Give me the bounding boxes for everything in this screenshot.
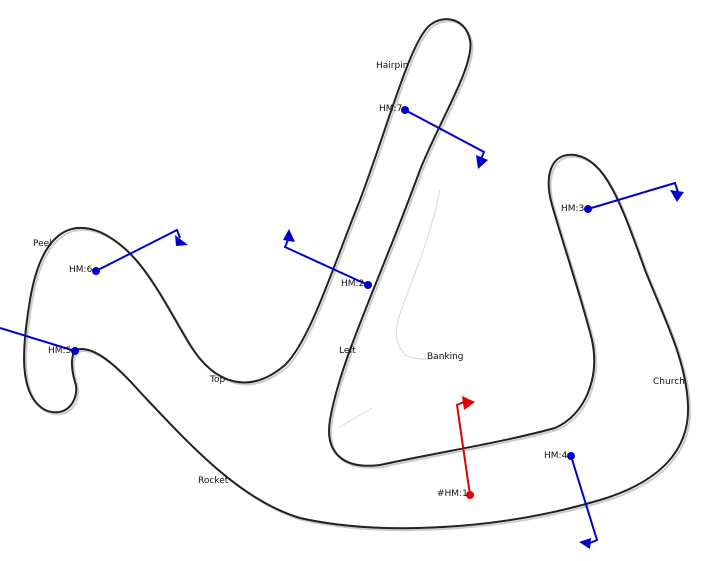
marker-hm5-label: HM:5 <box>48 346 71 356</box>
marker-hm4-arrow <box>570 455 599 544</box>
marker-hm1-arrow <box>455 401 471 496</box>
corner-labels: Hairpin Peel Top Left Banking Church Roc… <box>33 61 685 486</box>
marker-hm2-arrowhead <box>283 229 295 242</box>
marker-hm4[interactable]: HM:4 <box>544 451 599 549</box>
track-outline <box>23 18 690 530</box>
corner-label-banking: Banking <box>427 352 464 362</box>
marker-hm6-arrow <box>95 228 181 272</box>
marker-hm6[interactable]: HM:6 <box>69 228 188 275</box>
marker-hm3-dot[interactable] <box>584 205 592 213</box>
marker-hm7[interactable]: HM:7 <box>379 104 488 169</box>
marker-hm4-dot[interactable] <box>567 452 575 460</box>
marker-hm2[interactable]: HM:2 <box>283 229 372 289</box>
marker-hm1-arrowhead <box>462 396 475 410</box>
corner-label-top: Top <box>209 375 225 385</box>
marker-hm5[interactable]: HM:5 <box>0 327 79 356</box>
track-shadow <box>25 20 692 532</box>
marker-hm1-label: #HM:1 <box>437 489 468 499</box>
marker-hm2-arrow <box>283 239 369 286</box>
corner-label-hairpin: Hairpin <box>376 61 408 71</box>
marker-hm4-arrowhead <box>579 538 591 549</box>
marker-hm7-label: HM:7 <box>379 104 402 114</box>
corner-label-left: Left <box>339 346 356 356</box>
heading-markers: #HM:1 HM:2 HM:3 HM:4 HM:5 <box>0 104 684 549</box>
marker-hm3-arrow <box>587 181 679 210</box>
marker-hm6-dot[interactable] <box>92 267 100 275</box>
marker-hm7-arrowhead <box>476 155 488 169</box>
marker-hm7-arrow <box>404 109 486 160</box>
marker-hm5-dot[interactable] <box>71 347 79 355</box>
marker-hm1-dot[interactable] <box>466 491 474 499</box>
marker-hm6-label: HM:6 <box>69 265 93 275</box>
marker-hm4-label: HM:4 <box>544 451 568 461</box>
corner-label-peel: Peel <box>33 239 52 249</box>
marker-hm1[interactable]: #HM:1 <box>437 396 475 499</box>
marker-hm5-arrow <box>0 327 76 352</box>
marker-hm2-dot[interactable] <box>364 281 372 289</box>
marker-hm2-label: HM:2 <box>341 279 364 289</box>
corner-label-church: Church <box>653 377 685 387</box>
marker-hm3-arrowhead <box>670 190 684 202</box>
inner-roads <box>337 189 459 429</box>
marker-hm6-arrowhead <box>175 235 188 246</box>
corner-label-rocket: Rocket <box>198 476 229 486</box>
marker-hm3-label: HM:3 <box>561 204 584 214</box>
marker-hm7-dot[interactable] <box>401 106 409 114</box>
marker-hm3[interactable]: HM:3 <box>561 181 684 214</box>
